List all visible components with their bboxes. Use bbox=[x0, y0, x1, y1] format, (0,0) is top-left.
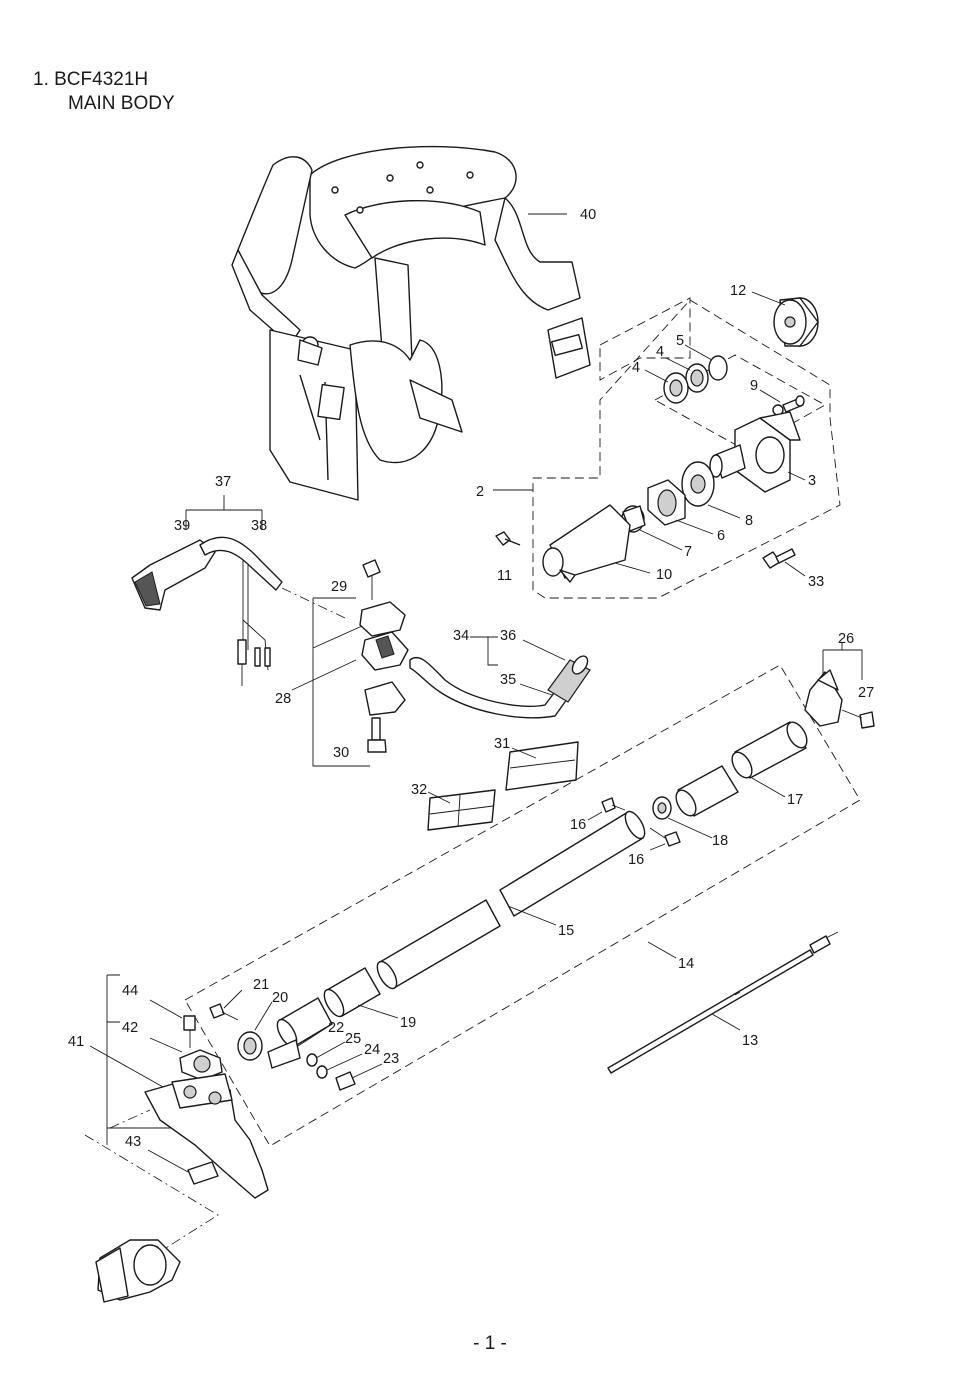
part-27-bolt bbox=[841, 709, 875, 729]
callout-44: 44 bbox=[122, 983, 138, 999]
callout-9: 9 bbox=[750, 378, 758, 394]
part-4-bearing-a bbox=[685, 363, 709, 393]
callout-40: 40 bbox=[580, 207, 596, 223]
page-title: 1. BCF4321H MAIN BODY bbox=[33, 68, 175, 116]
callout-34: 34 bbox=[453, 628, 469, 644]
part-10-protector-cone bbox=[542, 504, 631, 583]
part-39-throttle-lever bbox=[131, 539, 216, 611]
callout-28: 28 bbox=[275, 691, 291, 707]
part-16-bolt-a bbox=[601, 797, 626, 813]
group-outline-2-top bbox=[599, 297, 691, 381]
callout-22: 22 bbox=[328, 1020, 344, 1036]
callout-5: 5 bbox=[676, 333, 684, 349]
callout-17: 17 bbox=[787, 792, 803, 808]
callout-23: 23 bbox=[383, 1051, 399, 1067]
callout-15: 15 bbox=[558, 923, 574, 939]
group-outline-2 bbox=[532, 299, 841, 599]
callout-24: 24 bbox=[364, 1042, 380, 1058]
part-23-wing-bolt bbox=[335, 1071, 356, 1091]
part-29-bolt bbox=[362, 559, 381, 600]
part-8-gasket bbox=[681, 461, 715, 507]
part-11-bolt bbox=[495, 531, 521, 546]
section-title: MAIN BODY bbox=[68, 92, 175, 114]
callout-19: 19 bbox=[400, 1015, 416, 1031]
part-40-harness bbox=[231, 145, 591, 501]
callout-39: 39 bbox=[174, 518, 190, 534]
callout-11: 11 bbox=[497, 568, 512, 584]
part-5-circlip bbox=[708, 355, 728, 381]
callout-35: 35 bbox=[500, 672, 516, 688]
callout-13: 13 bbox=[742, 1033, 758, 1049]
callout-7: 7 bbox=[684, 544, 692, 560]
callout-42: 42 bbox=[122, 1020, 138, 1036]
part-22-plate bbox=[267, 1039, 301, 1069]
part-20-band-clamp bbox=[237, 1031, 263, 1061]
part-17-upper-tube bbox=[675, 721, 808, 817]
part-24-washer bbox=[316, 1065, 328, 1079]
part-18-bushing bbox=[652, 796, 672, 820]
callout-21: 21 bbox=[253, 977, 269, 993]
callout-32: 32 bbox=[411, 782, 427, 798]
callout-4b: 4 bbox=[632, 360, 640, 376]
part-28-handle-clamp bbox=[359, 601, 409, 716]
page-number: - 1 - bbox=[473, 1333, 507, 1354]
callout-33: 33 bbox=[808, 574, 824, 590]
part-36-grip bbox=[547, 655, 591, 703]
callout-8: 8 bbox=[745, 513, 753, 529]
group-outline-14 bbox=[184, 664, 861, 1147]
part-42-clamp bbox=[179, 1049, 223, 1081]
part-31-label bbox=[505, 741, 579, 791]
callout-37: 37 bbox=[215, 474, 231, 490]
axis-line-gear-head bbox=[84, 1134, 219, 1259]
axis-line-guard bbox=[109, 1109, 151, 1129]
part-4-bearing-b bbox=[663, 372, 689, 404]
part-25-washer bbox=[306, 1053, 318, 1067]
callout-3: 3 bbox=[808, 473, 816, 489]
callout-2: 2 bbox=[476, 484, 484, 500]
callout-31: 31 bbox=[494, 736, 510, 752]
callout-25: 25 bbox=[345, 1031, 361, 1047]
model-title: 1. BCF4321H bbox=[33, 69, 149, 90]
axis-line-throttle bbox=[281, 587, 346, 619]
callout-4a: 4 bbox=[656, 344, 664, 360]
callout-20: 20 bbox=[272, 990, 288, 1006]
part-6-clamp-ring bbox=[647, 479, 686, 526]
callout-27: 27 bbox=[858, 685, 874, 701]
part-41-guard bbox=[144, 1073, 269, 1199]
callout-38: 38 bbox=[251, 518, 267, 534]
callout-6: 6 bbox=[717, 528, 725, 544]
part-3-gear-case bbox=[709, 411, 801, 493]
callout-30: 30 bbox=[333, 745, 349, 761]
part-43-label bbox=[187, 1161, 219, 1185]
callout-29: 29 bbox=[331, 579, 347, 595]
callout-10: 10 bbox=[656, 567, 672, 583]
callout-26: 26 bbox=[838, 631, 854, 647]
callout-16a: 16 bbox=[570, 817, 586, 833]
part-35-handle-bar bbox=[409, 656, 573, 719]
callout-18: 18 bbox=[712, 833, 728, 849]
callout-36: 36 bbox=[500, 628, 516, 644]
part-12-cover-cap bbox=[773, 297, 819, 347]
callout-43: 43 bbox=[125, 1134, 141, 1150]
part-38-throttle-cable bbox=[199, 536, 283, 686]
part-26-clamp bbox=[804, 669, 843, 727]
bearing-subgroup-outline bbox=[654, 354, 826, 451]
part-21-bolt bbox=[209, 1003, 239, 1021]
callout-41: 41 bbox=[68, 1034, 84, 1050]
callout-14: 14 bbox=[678, 956, 694, 972]
part-19-lower-tube bbox=[276, 967, 381, 1048]
part-44-bolt bbox=[183, 1015, 196, 1048]
part-15-main-tube bbox=[376, 810, 646, 990]
gear-head-reference bbox=[95, 1239, 181, 1303]
callout-12: 12 bbox=[730, 283, 746, 299]
part-33-bolt bbox=[762, 548, 796, 569]
part-16-bolt-b bbox=[649, 827, 681, 847]
callout-16b: 16 bbox=[628, 852, 644, 868]
part-32-label bbox=[427, 789, 496, 831]
part-30-bolt bbox=[367, 717, 387, 753]
part-13-drive-shaft bbox=[607, 931, 839, 1074]
